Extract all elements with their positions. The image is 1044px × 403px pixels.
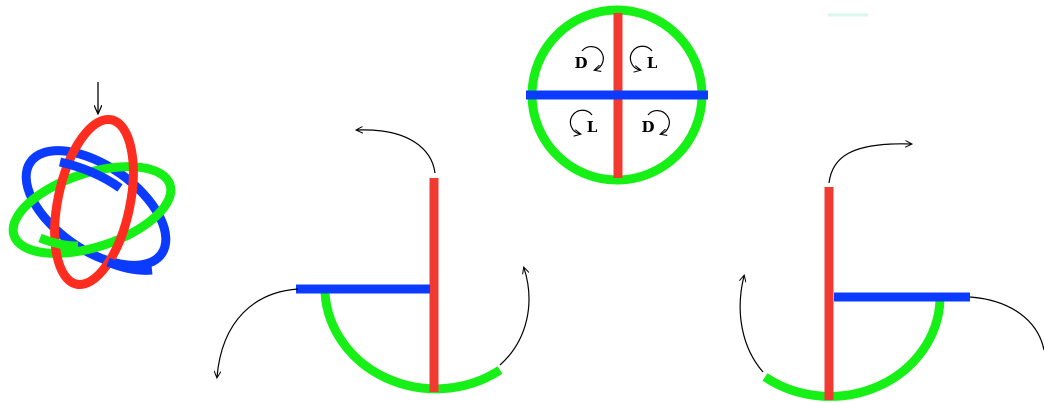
green-half-ring	[320, 292, 503, 394]
blue-ring-over-2	[106, 257, 153, 275]
borromean-rings	[8, 82, 176, 290]
curved-arrow-icon	[499, 268, 530, 366]
curved-arrow-icon	[740, 276, 764, 373]
clockwise-arrow-icon	[581, 45, 604, 70]
curved-arrow-icon	[217, 288, 299, 377]
quadrant-label: D	[574, 54, 587, 72]
right-rotation-diagram	[740, 144, 1044, 401]
green-ring-over	[38, 233, 79, 251]
quadrant-bottom-left: L	[569, 109, 598, 136]
chirality-disc: D L L D	[526, 5, 708, 185]
quadrant-bottom-right: D	[641, 109, 670, 136]
quadrant-label: D	[641, 118, 654, 136]
curved-arrow-icon	[969, 296, 1044, 351]
red-ring	[50, 114, 138, 290]
clockwise-arrow-icon	[647, 109, 670, 134]
left-rotation-diagram	[217, 130, 530, 394]
quadrant-top-right: L	[629, 45, 658, 72]
blue-ring-over	[58, 157, 123, 192]
counterclockwise-arrow-icon	[629, 45, 653, 70]
curved-arrow-icon	[357, 130, 436, 174]
green-half-ring	[762, 299, 945, 401]
green-ring	[8, 162, 176, 258]
curved-arrow-icon	[828, 144, 911, 184]
quadrant-top-left: D	[574, 45, 604, 72]
quadrant-label: L	[647, 54, 658, 72]
quadrant-label: L	[587, 118, 598, 136]
counterclockwise-arrow-icon	[569, 109, 593, 134]
